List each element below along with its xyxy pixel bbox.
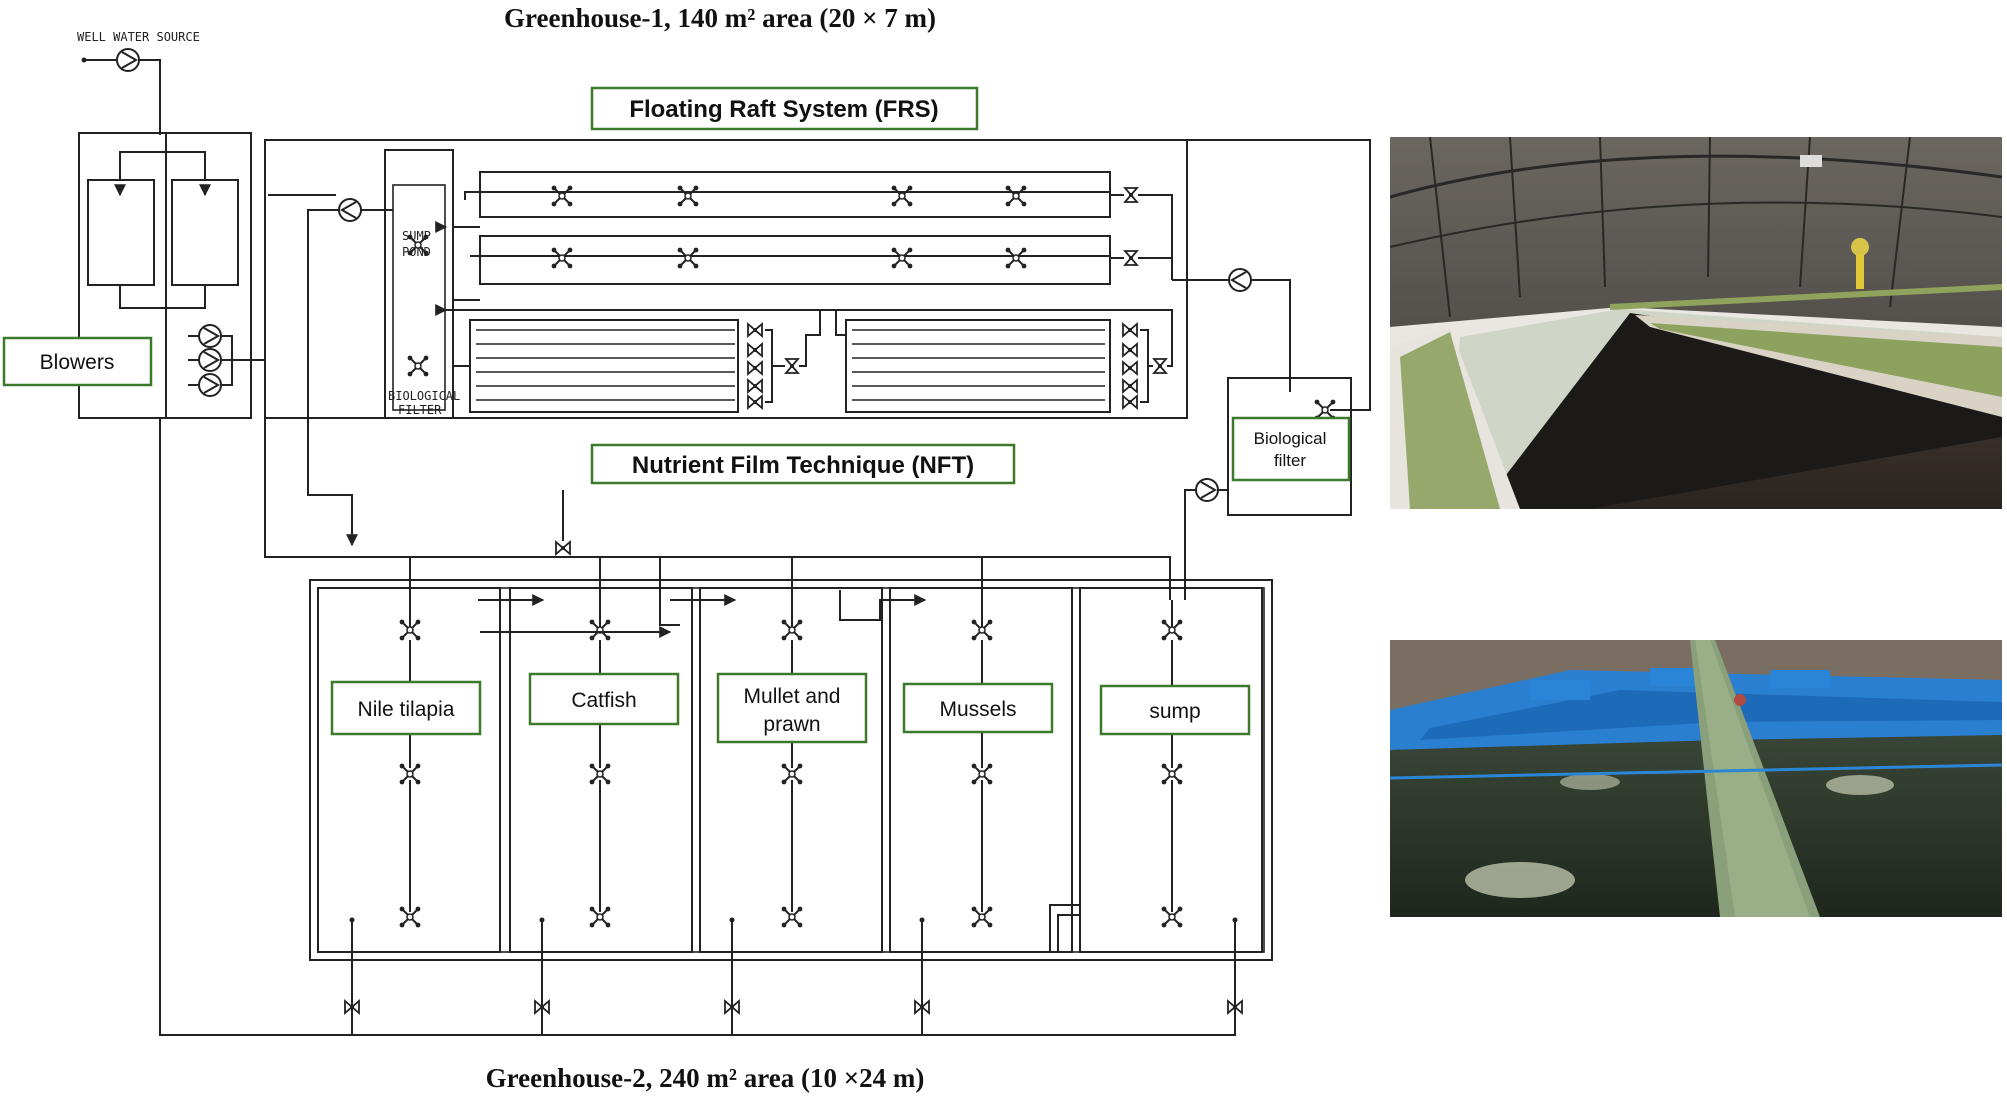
valve-icon [1124, 250, 1138, 266]
tank-label-box [528, 672, 680, 726]
tank-label-box [716, 672, 868, 744]
fish-tanks-photo [1390, 640, 2002, 917]
nft-channels-left [469, 319, 739, 413]
tank-label-box [902, 682, 1054, 734]
biological-filter-label: Biological [1254, 429, 1327, 448]
blower-pump-icon [198, 373, 222, 397]
blower-tank-right [171, 179, 239, 286]
greenhouse-1-frame [264, 139, 1188, 419]
tank-label: Nile tilapia [358, 698, 455, 721]
valve-icon [785, 358, 799, 374]
sump-pond-label-2: POND [402, 245, 431, 259]
frs-pump-icon [338, 198, 362, 222]
valve-icon [1122, 323, 1138, 337]
diffuser-icon [890, 246, 914, 270]
aquaponics-diagram: Greenhouse-1, 140 m² area (20 × 7 m) Gre… [2, 3, 1371, 1093]
valve-icon [1122, 343, 1138, 357]
blower-tank-left [87, 179, 155, 286]
greenhouse-hydroponics-photo [1390, 137, 2002, 509]
greenhouse-1-title: Greenhouse-1, 140 m² area (20 × 7 m) [504, 3, 936, 33]
tank-sump [1079, 587, 1263, 953]
valve-icon [1122, 361, 1138, 375]
well-pump-icon [116, 48, 140, 72]
tank-label: sump [1149, 700, 1200, 723]
diffuser-icon [406, 354, 430, 378]
frs-label: Floating Raft System (FRS) [629, 96, 938, 123]
diffuser-icon [1004, 184, 1028, 208]
diffuser-icon [890, 184, 914, 208]
blowers-box [2, 336, 153, 387]
valve-icon [747, 379, 763, 393]
tank-label: Mussels [939, 698, 1016, 721]
nft-label: Nutrient Film Technique (NFT) [632, 452, 974, 479]
valve-icon [1122, 379, 1138, 393]
frs-label-box [590, 86, 979, 131]
valve-icon [747, 361, 763, 375]
sump-pond [384, 149, 454, 419]
tank-label: Mullet and [744, 685, 841, 708]
diffuser-icon [676, 184, 700, 208]
sump-pump-icon [1195, 478, 1219, 502]
valve-icon [747, 395, 763, 409]
nft-label-box [590, 443, 1016, 485]
blower-pump-icon [198, 324, 222, 348]
bio-filter-small-label-2: FILTER [398, 403, 442, 417]
blowers-label: Blowers [40, 351, 115, 374]
well-water-label: WELL WATER SOURCE [77, 30, 200, 44]
diffuser-icon [1004, 246, 1028, 270]
diffuser-icon [550, 246, 574, 270]
biological-filter-box [1231, 416, 1351, 482]
tank-label: Catfish [571, 689, 636, 712]
return-pump-icon [1228, 268, 1252, 292]
blower-pump-icon [198, 348, 222, 372]
tank-label-box [1099, 684, 1251, 736]
valve-icon [1124, 187, 1138, 203]
valve-icon [747, 343, 763, 357]
frs-channel-2 [479, 235, 1111, 285]
bio-filter-small-label: BIOLOGICAL [388, 389, 460, 403]
biological-filter-tank [1227, 377, 1352, 516]
diffuser-icon [676, 246, 700, 270]
nft-channels-right [845, 319, 1111, 413]
valve-icon [747, 323, 763, 337]
tank-label-2: prawn [763, 713, 820, 736]
valve-icon [555, 541, 571, 555]
valve-icon [1122, 395, 1138, 409]
greenhouse-2-title: Greenhouse-2, 240 m² area (10 ×24 m) [486, 1063, 925, 1093]
biological-filter-label-2: filter [1274, 451, 1306, 470]
diffuser-icon [550, 184, 574, 208]
tank-label-box [330, 680, 482, 736]
valve-icon [1153, 358, 1167, 374]
